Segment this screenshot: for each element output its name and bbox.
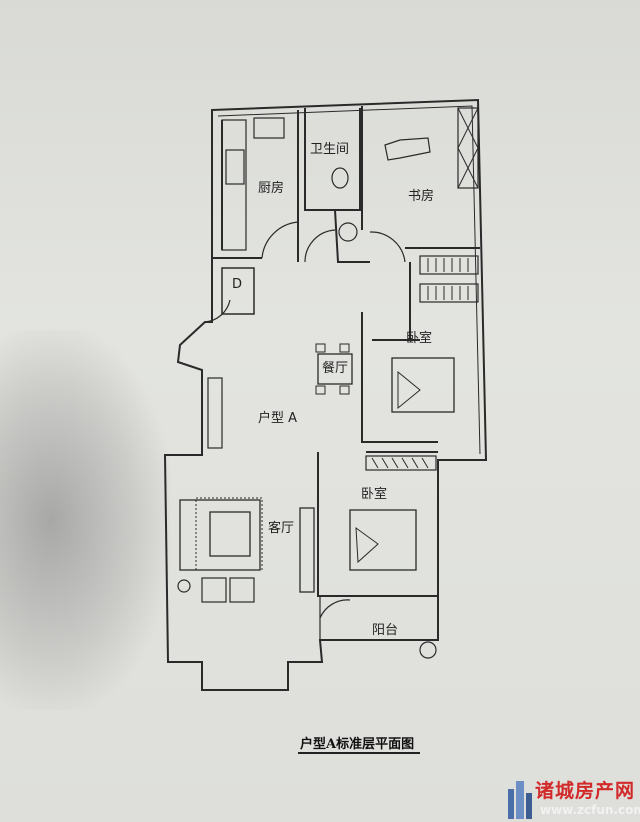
caption-underline xyxy=(298,752,420,754)
bathroom-wall xyxy=(304,108,370,263)
bed-second xyxy=(349,509,417,571)
door-arc xyxy=(369,231,406,263)
armchair xyxy=(229,577,255,603)
watermark-url: www.zcfun.com xyxy=(540,803,640,817)
washer xyxy=(419,641,437,659)
chair xyxy=(315,385,326,395)
cabinet xyxy=(207,377,223,449)
balcony-wall xyxy=(319,596,351,640)
room-label-second-bedroom: 卧室 xyxy=(361,487,388,502)
room-label-bathroom: 卫生间 xyxy=(310,142,350,157)
room-label-kitchen: 厨房 xyxy=(258,181,285,196)
wardrobe-study xyxy=(457,107,479,189)
plan-caption: 户型A标准层平面图 xyxy=(300,737,415,752)
chair xyxy=(315,343,326,353)
rug xyxy=(195,497,263,571)
plant xyxy=(177,579,191,593)
study-desk xyxy=(384,137,431,161)
closet xyxy=(419,255,479,275)
toilet xyxy=(331,167,349,189)
bed-master xyxy=(391,357,455,413)
tv-stand xyxy=(299,507,315,593)
room-label-dining: 餐厅 xyxy=(322,361,349,376)
stove xyxy=(225,149,245,185)
bedroom-wall xyxy=(317,451,438,597)
kitchen-wall xyxy=(212,110,299,262)
wardrobe-mark: D xyxy=(232,277,243,292)
unit-type-label: 户型 A xyxy=(258,411,298,426)
chair xyxy=(339,385,350,395)
outer-wall-double xyxy=(217,105,481,455)
sofa xyxy=(179,499,261,571)
room-label-balcony: 阳台 xyxy=(372,623,399,638)
watermark-name: 诸城房产网 xyxy=(535,780,636,802)
room-label-master-bedroom: 卧室 xyxy=(406,331,433,346)
bay-window xyxy=(201,662,289,691)
dining-table xyxy=(317,353,353,385)
armchair xyxy=(201,577,227,603)
sink xyxy=(253,117,285,139)
photo-shadow xyxy=(0,330,170,710)
watermark-logo xyxy=(508,781,532,819)
kitchen-counter xyxy=(221,119,247,251)
coffee-table xyxy=(209,511,251,557)
room-label-living: 客厅 xyxy=(268,521,295,536)
study-wall xyxy=(361,106,480,249)
closet xyxy=(419,283,479,303)
wardrobe-d xyxy=(221,267,255,315)
chair xyxy=(339,343,350,353)
basin xyxy=(338,222,358,242)
bedroom-wall xyxy=(361,262,438,443)
door-arc xyxy=(304,229,336,263)
door-arc xyxy=(261,221,299,259)
room-label-study: 书房 xyxy=(408,189,435,204)
closet xyxy=(365,455,437,471)
door-arc xyxy=(204,299,231,323)
